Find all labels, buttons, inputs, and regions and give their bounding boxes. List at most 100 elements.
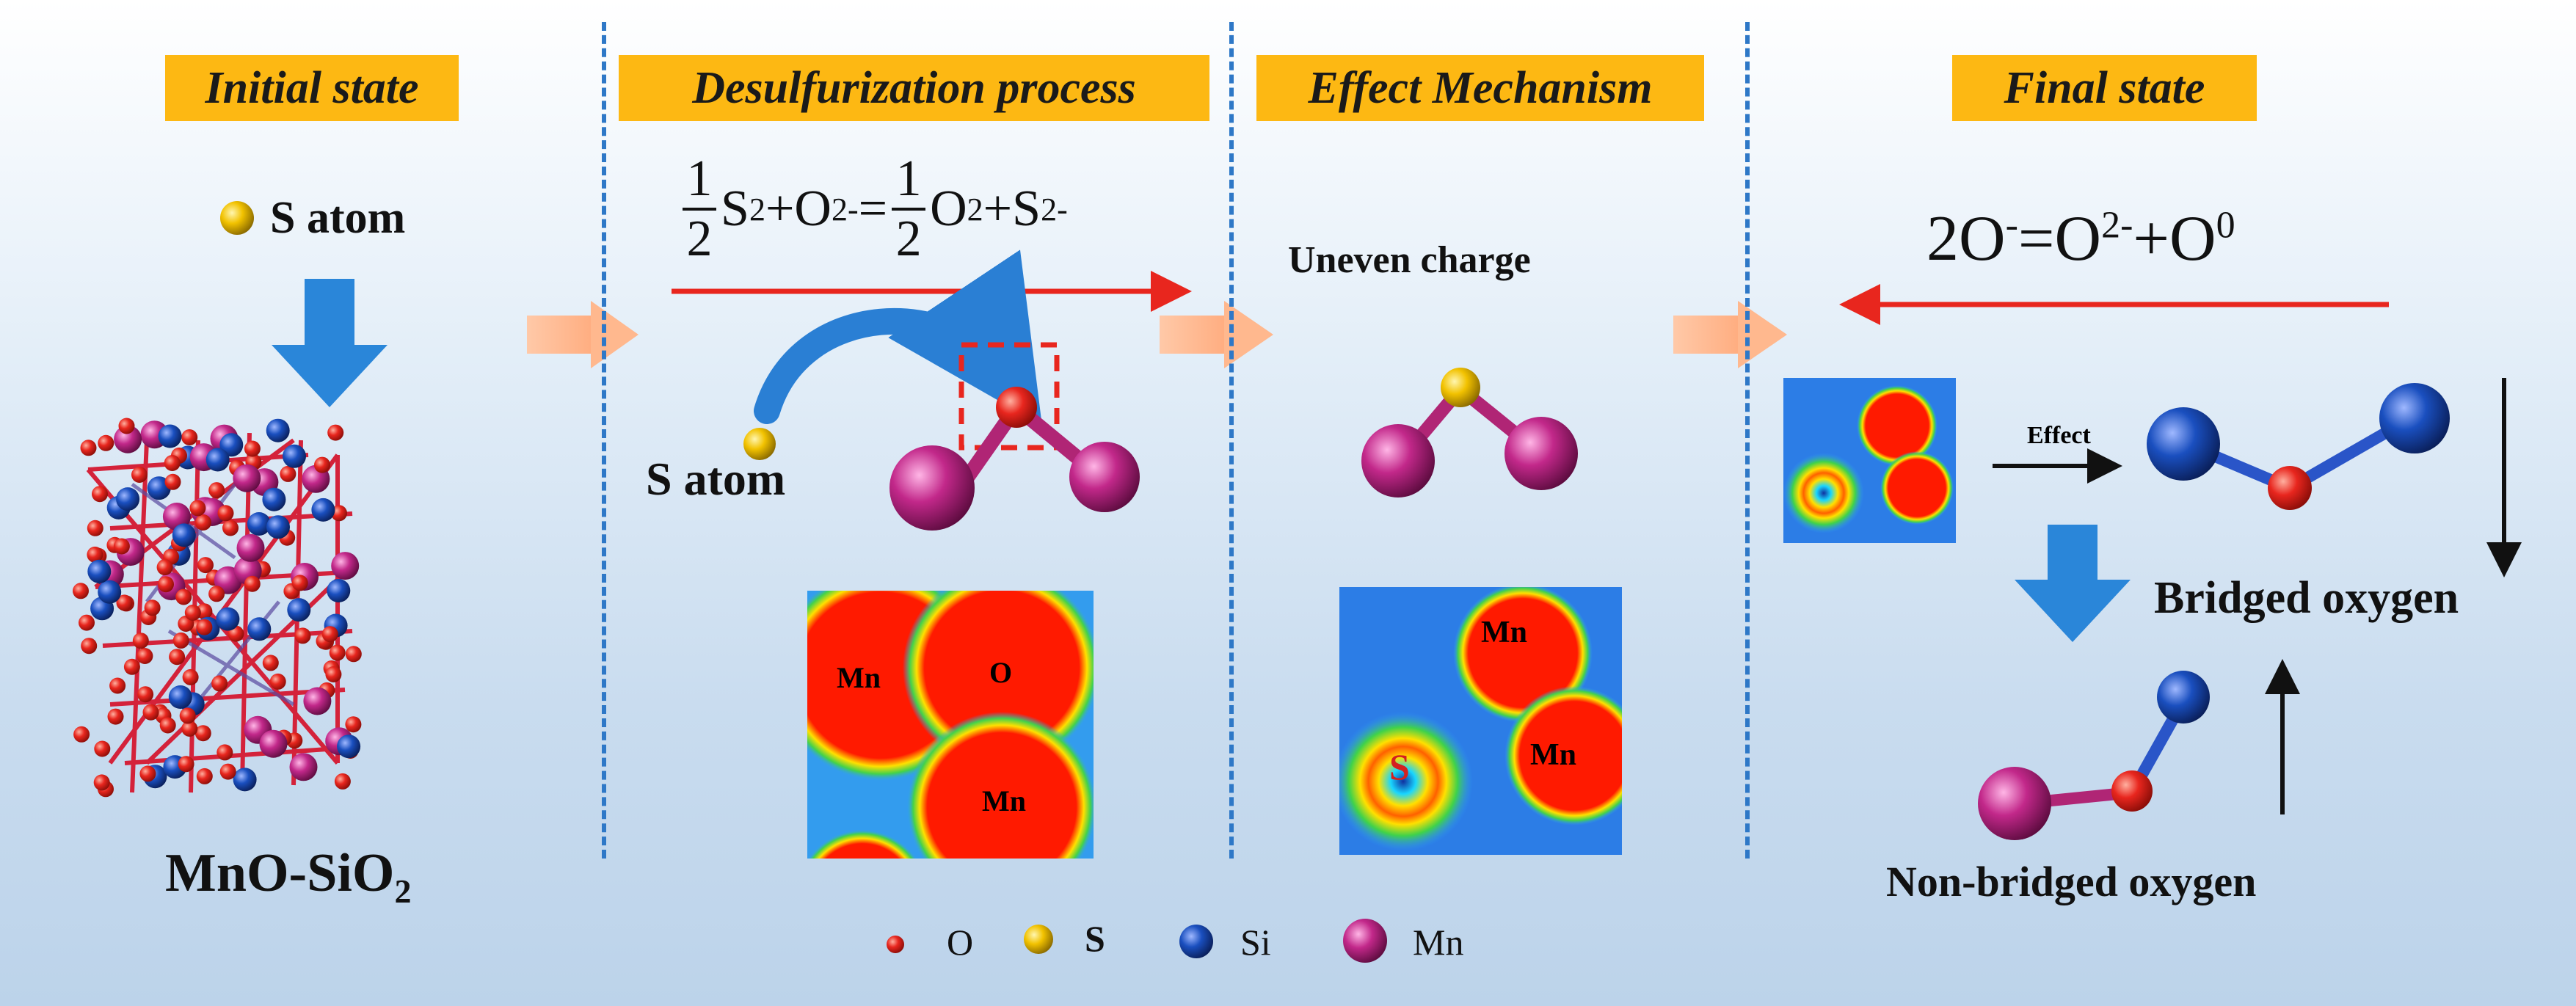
legend-label-mn: Mn xyxy=(1413,922,1464,963)
crystal-atom xyxy=(87,546,103,563)
crystal-atom xyxy=(159,717,176,734)
bridged-oxygen-molecule xyxy=(2147,383,2450,510)
flow-arrow-3 xyxy=(1673,301,1787,368)
dashed-highlight-box xyxy=(958,342,1060,451)
crystal-atom xyxy=(172,523,196,547)
crystal-atom xyxy=(287,598,311,622)
legend-label-si: Si xyxy=(1240,922,1271,963)
crystal-atom xyxy=(244,440,261,457)
crystal-atom xyxy=(219,763,236,780)
material-label: MnO-SiO2 xyxy=(165,843,412,910)
title-effect-mechanism: Effect Mechanism xyxy=(1256,55,1704,121)
initial-down-arrow xyxy=(272,279,388,407)
crystal-atom xyxy=(92,486,108,503)
crystal-atom xyxy=(311,497,335,522)
title-desulfurization: Desulfurization process xyxy=(619,55,1209,121)
crystal-atom xyxy=(139,765,156,782)
crystal-atom xyxy=(334,773,351,790)
crystal-atom xyxy=(118,418,135,434)
crystal-atom xyxy=(197,557,214,574)
final-down-arrow xyxy=(2015,525,2131,642)
crystal-atom xyxy=(87,559,112,583)
legend-label-s: S xyxy=(1085,918,1105,959)
crystal-atom xyxy=(182,668,199,685)
crystal-atom xyxy=(94,740,111,757)
divider-2 xyxy=(1229,22,1234,859)
title-initial-state: Initial state xyxy=(165,55,459,121)
crystal-atom xyxy=(168,685,192,709)
mn-o-mn-molecule xyxy=(889,387,1140,531)
crystal-atom xyxy=(331,505,347,522)
map1-label-mn-1: Mn xyxy=(837,661,881,694)
map2-label-mn-2: Mn xyxy=(1530,738,1576,772)
crystal-atom xyxy=(194,725,211,742)
bridged-oxygen-label: Bridged oxygen xyxy=(2154,573,2459,623)
crystal-atom xyxy=(280,465,296,482)
flow-arrow-2 xyxy=(1160,301,1273,368)
crystal-atom xyxy=(137,686,154,703)
crystal-atom xyxy=(222,520,239,536)
crystal-atom xyxy=(142,704,159,721)
uneven-charge-label: Uneven charge xyxy=(1288,239,1531,281)
initial-s-atom-label: S atom xyxy=(270,193,406,243)
charge-density-map-2 xyxy=(1339,587,1622,855)
crystal-atom xyxy=(113,538,130,555)
crystal-atom xyxy=(259,729,288,758)
crystal-atom xyxy=(123,658,140,675)
crystal-atom xyxy=(289,753,318,781)
crystal-atom xyxy=(325,666,342,682)
crystal-atom xyxy=(208,586,225,602)
crystal-atom xyxy=(181,429,198,445)
final-equation: 2O-=O2-+O0 xyxy=(1926,203,2235,274)
crystal-atom xyxy=(266,515,290,539)
effect-label: Effect xyxy=(2027,422,2091,449)
map1-label-o: O xyxy=(989,656,1013,689)
non-bridged-oxygen-label: Non-bridged oxygen xyxy=(1886,858,2257,905)
crystal-atom xyxy=(196,619,213,635)
crystal-atom xyxy=(144,599,161,616)
crystal-atom xyxy=(164,473,181,490)
crystal-atom xyxy=(87,520,103,536)
crystal-atom xyxy=(269,673,286,690)
crystal-atom xyxy=(247,617,272,641)
crystal-atom xyxy=(169,649,186,666)
crystal-atom xyxy=(217,505,234,522)
crystal-atom xyxy=(194,514,211,531)
crystal-atom xyxy=(179,707,196,724)
crystal-atom xyxy=(109,677,126,694)
crystal-atom xyxy=(178,756,194,773)
crystal-atom xyxy=(81,638,98,655)
crystal-atom xyxy=(80,440,97,456)
crystal-atom xyxy=(216,607,240,631)
crystal-atom xyxy=(116,487,140,511)
crystal-atom xyxy=(211,675,228,692)
divider-1 xyxy=(602,22,606,859)
crystal-atom xyxy=(327,579,351,602)
crystal-atom xyxy=(303,687,332,715)
crystal-atom xyxy=(219,433,244,457)
non-bridged-oxygen-molecule xyxy=(1978,671,2210,840)
crystal-atom xyxy=(107,708,124,725)
crystal-atom xyxy=(196,768,213,784)
crystal-atom xyxy=(291,575,308,591)
crystal-atom xyxy=(73,726,90,743)
crystal-atom xyxy=(181,721,198,737)
s-atom-icon xyxy=(220,201,254,235)
crystal-atom xyxy=(132,633,149,649)
charge-density-map-1 xyxy=(807,591,1094,859)
crystal-atom xyxy=(184,605,201,621)
crystal-atom xyxy=(98,434,114,451)
divider-3 xyxy=(1745,22,1750,859)
crystal-atom xyxy=(217,744,233,761)
crystal-atom xyxy=(345,646,362,663)
crystal-atom xyxy=(79,614,95,631)
crystal-atom xyxy=(164,455,181,471)
crystal-atom xyxy=(73,583,89,599)
crystal-atom xyxy=(131,467,148,483)
crystal-atom xyxy=(327,424,344,441)
crystal-atom xyxy=(172,632,189,649)
crystal-atom xyxy=(337,735,361,759)
crystal-atom xyxy=(345,716,362,733)
